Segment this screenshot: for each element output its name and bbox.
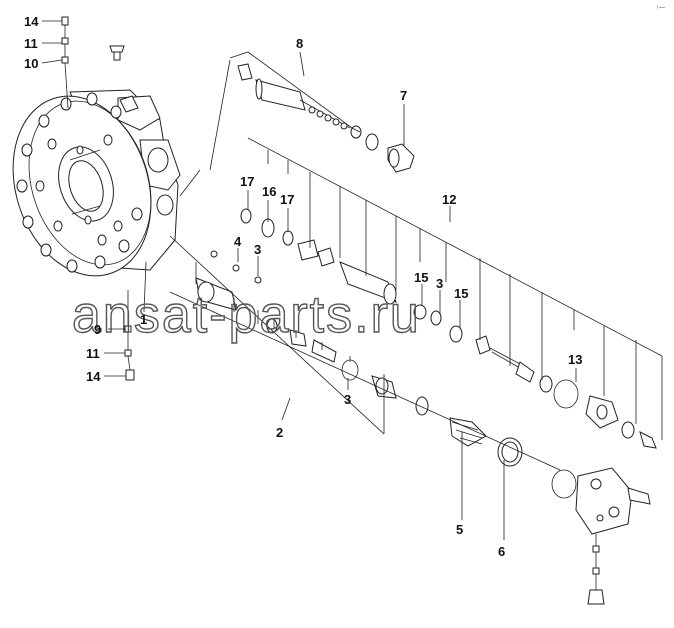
- callout-13: 13: [568, 352, 582, 367]
- callout-14-top: 14: [24, 14, 39, 29]
- callout-2: 2: [276, 425, 283, 440]
- corner-mark: ↑—: [656, 5, 665, 11]
- middle-spool-assembly: [240, 208, 657, 449]
- callout-3-c: 3: [344, 392, 351, 407]
- callout-15-a: 15: [414, 270, 428, 285]
- pump-housing: [12, 89, 181, 277]
- callout-1: 1: [140, 312, 147, 327]
- callout-7: 7: [400, 88, 407, 103]
- plug-assembly-bottom: [124, 290, 135, 381]
- leader-lines: [143, 51, 663, 540]
- upper-spool-assembly: [209, 59, 415, 173]
- callout-11-top: 11: [24, 36, 38, 51]
- callout-10: 10: [24, 56, 38, 71]
- callout-5: 5: [456, 522, 463, 537]
- callout-3-a: 3: [254, 242, 261, 257]
- lower-spool-assembly: [195, 250, 651, 605]
- callout-4: 4: [234, 234, 242, 249]
- watermark: ansat-parts.ru: [72, 286, 421, 344]
- callout-16: 16: [262, 184, 276, 199]
- callout-6: 6: [498, 544, 505, 559]
- callout-14-bottom: 14: [86, 369, 101, 384]
- callout-8: 8: [296, 36, 303, 51]
- callout-11-bottom: 11: [86, 346, 100, 361]
- callout-17-b: 17: [280, 192, 294, 207]
- callout-9: 9: [94, 322, 101, 337]
- callout-labels: 14 11 10 8 7 17 16 17 12 4 3 15 3 15 9 1…: [24, 14, 582, 559]
- callout-3-b: 3: [436, 276, 443, 291]
- callout-17-a: 17: [240, 174, 254, 189]
- callout-15-b: 15: [454, 286, 468, 301]
- flange-bolt-holes: [16, 92, 143, 273]
- callout-12: 12: [442, 192, 456, 207]
